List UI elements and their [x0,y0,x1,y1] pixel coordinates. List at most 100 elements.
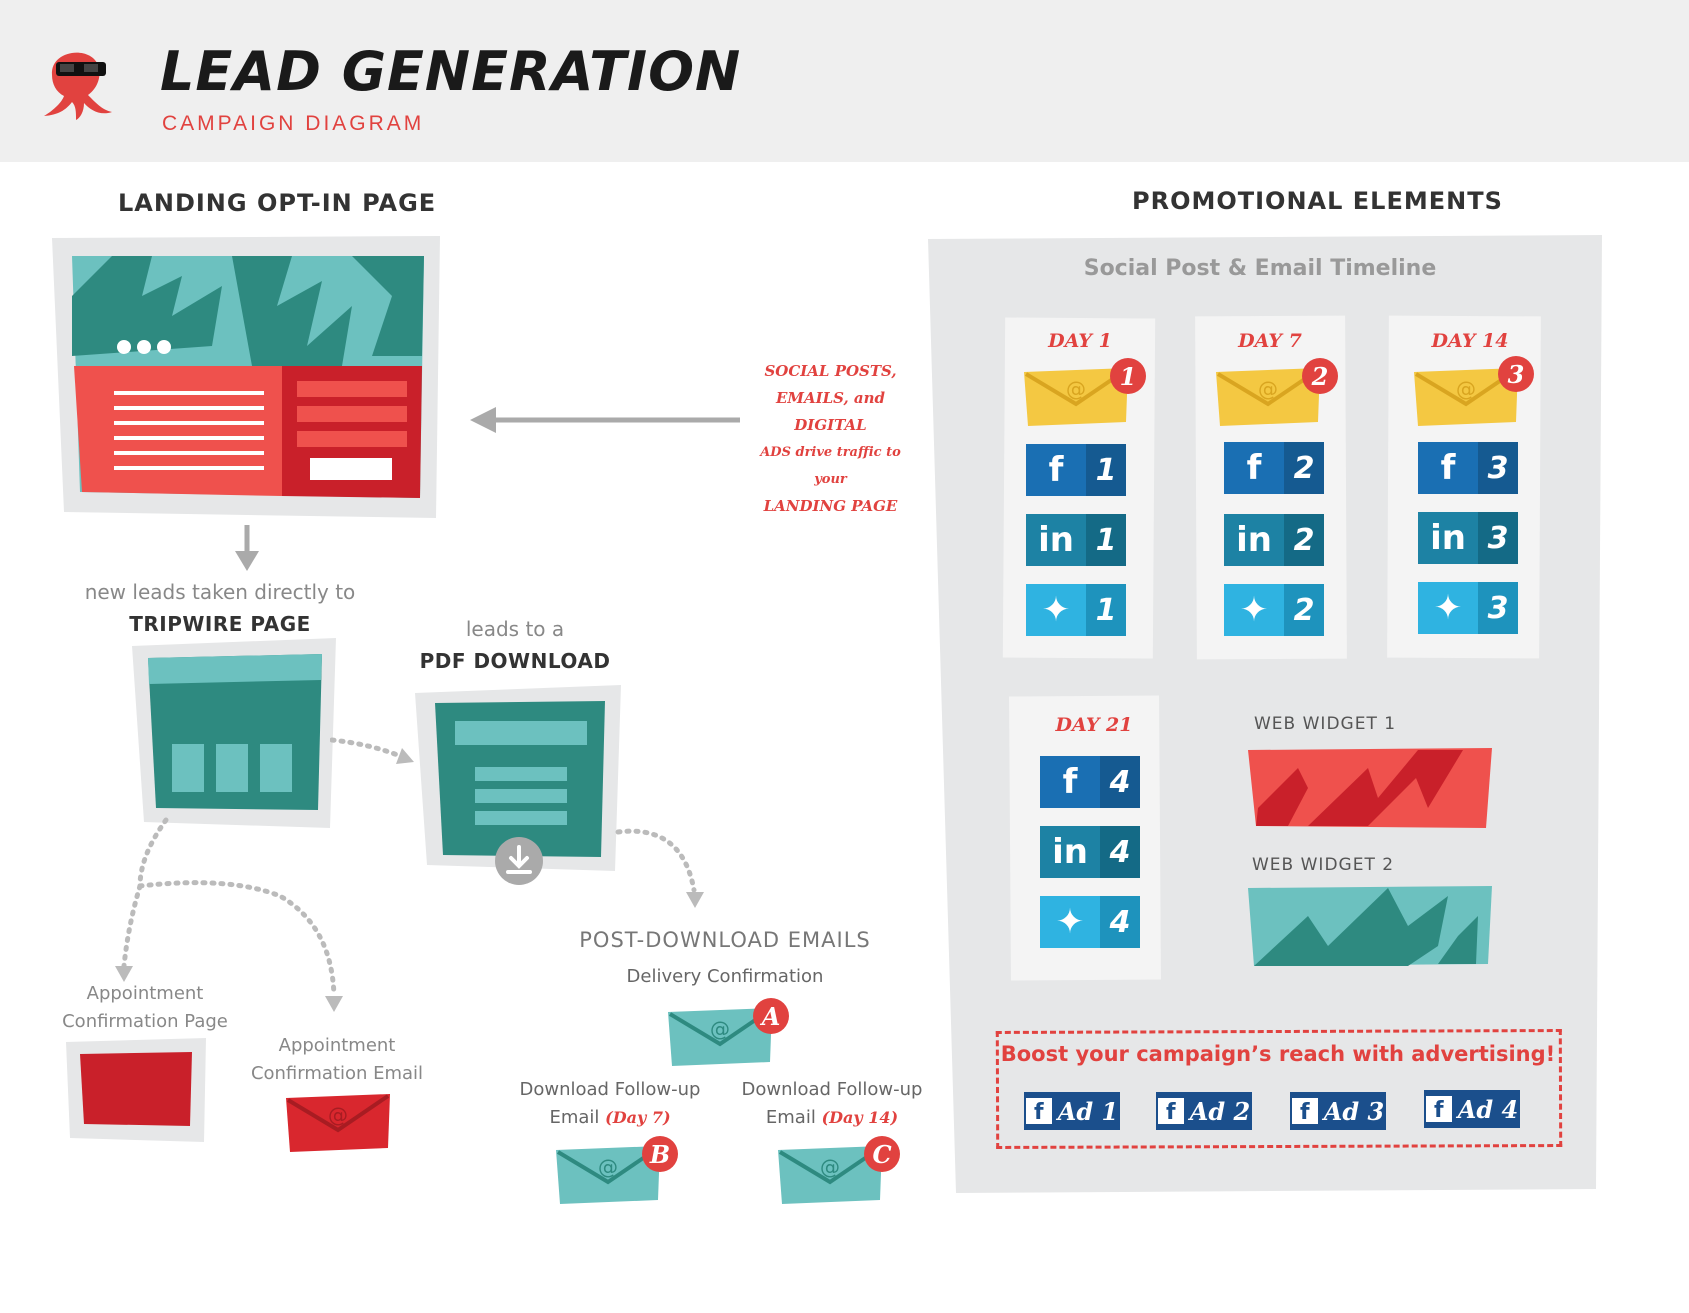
appointment-page-illustration [66,1038,206,1142]
web-widget-2-label: WEB WIDGET 2 [1252,855,1395,875]
svg-text:@: @ [1258,377,1278,401]
octopus-logo-icon [44,52,112,120]
facebook-icon: f [1425,1096,1452,1122]
tripwire-page-illustration [132,638,336,828]
post-number: 3 [1478,582,1518,634]
svg-text:@: @ [1066,377,1086,401]
facebook-icon: f [1040,756,1100,808]
followup-c-line2: Email (Day 14) [732,1104,932,1132]
post-number: 1 [1086,584,1126,636]
header-bar [0,0,1689,162]
followup-b-day: (Day 7) [605,1108,671,1127]
email-badge-a: A [753,998,789,1034]
followup-c-label: Download Follow-up Email (Day 14) [732,1076,932,1132]
ad-label: Ad 3 [1323,1096,1385,1126]
pdf-caption: leads to a [465,617,565,641]
twitter-post: ✦4 [1040,896,1140,948]
email-badge-b: B [642,1136,678,1172]
twitter-post: ✦3 [1418,582,1518,634]
post-number: 3 [1478,442,1518,494]
followup-c-day: (Day 14) [821,1108,899,1127]
envelope-icon: @ [1024,368,1128,426]
followup-c-email: Email [765,1107,816,1128]
linkedin-icon: in [1418,512,1478,564]
twitter-post: ✦1 [1026,584,1126,636]
dotted-arrow-icon [615,828,704,908]
day-label: DAY 14 [1431,330,1509,352]
post-number: 2 [1284,442,1324,494]
svg-text:@: @ [598,1155,618,1179]
twitter-icon: ✦ [1418,582,1478,634]
boost-text: Boost your campaign’s reach with adverti… [1000,1042,1556,1066]
traffic-caption-line: EMAILS, and DIGITAL [775,389,886,434]
page-subtitle: CAMPAIGN DIAGRAM [162,112,425,135]
delivery-confirmation-label: Delivery Confirmation [626,966,824,987]
email-badge-c: C [864,1136,900,1172]
timeline-title: Social Post & Email Timeline [1083,256,1437,281]
appointment-email-line1: Appointment [278,1035,396,1056]
svg-text:@: @ [328,1103,348,1127]
pdf-download-illustration [415,685,621,871]
twitter-post: ✦2 [1224,584,1324,636]
promo-heading: PROMOTIONAL ELEMENTS [1132,187,1503,215]
envelope-icon: @ [1216,368,1320,426]
appointment-email-line2: Confirmation Email [250,1063,424,1084]
followup-c-line1: Download Follow-up [741,1079,923,1100]
web-widget-2 [1248,886,1492,966]
twitter-icon: ✦ [1040,896,1100,948]
email-number-badge: 1 [1110,358,1146,394]
twitter-icon: ✦ [1224,584,1284,636]
arrow-down-icon [235,525,259,571]
traffic-caption-line: ADS drive traffic to your [760,445,901,487]
facebook-icon: f [1224,442,1284,494]
ad-label: Ad 4 [1457,1094,1519,1124]
post-number: 2 [1284,584,1324,636]
day-label: DAY 1 [1048,330,1112,352]
followup-b-line2: Email (Day 7) [510,1104,710,1132]
followup-b-label: Download Follow-up Email (Day 7) [510,1076,710,1132]
post-number: 4 [1100,896,1140,948]
svg-text:@: @ [1456,377,1476,401]
svg-text:@: @ [710,1017,730,1041]
post-number: 2 [1284,514,1324,566]
ad-label: Ad 2 [1189,1096,1251,1126]
linkedin-icon: in [1224,514,1284,566]
email-number-badge: 2 [1302,358,1338,394]
followup-b-line1: Download Follow-up [519,1079,701,1100]
page-title: LEAD GENERATION [160,40,742,103]
facebook-icon: f [1025,1098,1052,1124]
download-icon [495,837,543,885]
envelope-icon: @ [556,1146,660,1204]
tripwire-label: TRIPWIRE PAGE [129,612,311,636]
followup-b-email: Email [549,1107,600,1128]
appointment-email-label: Appointment Confirmation Email [242,1032,432,1088]
post-number: 1 [1086,514,1126,566]
post-number: 4 [1100,756,1140,808]
ad-label: Ad 1 [1057,1096,1119,1126]
day-label: DAY 21 [1055,714,1133,736]
arrow-icon [470,407,740,433]
post-number: 3 [1478,512,1518,564]
pdf-label: PDF DOWNLOAD [419,649,611,673]
dotted-arrow-icon [115,817,343,1012]
dotted-arrow-icon [330,737,414,764]
envelope-icon: @ [778,1146,882,1204]
post-download-heading: POST-DOWNLOAD EMAILS [579,928,871,952]
appointment-page-label: Appointment Confirmation Page [55,980,235,1036]
appointment-page-line1: Appointment [86,983,204,1004]
traffic-caption-line: LANDING PAGE [763,497,898,515]
traffic-caption-line: SOCIAL POSTS, [764,362,897,380]
linkedin-icon: in [1026,514,1086,566]
facebook-icon: f [1157,1098,1184,1124]
post-number: 4 [1100,826,1140,878]
